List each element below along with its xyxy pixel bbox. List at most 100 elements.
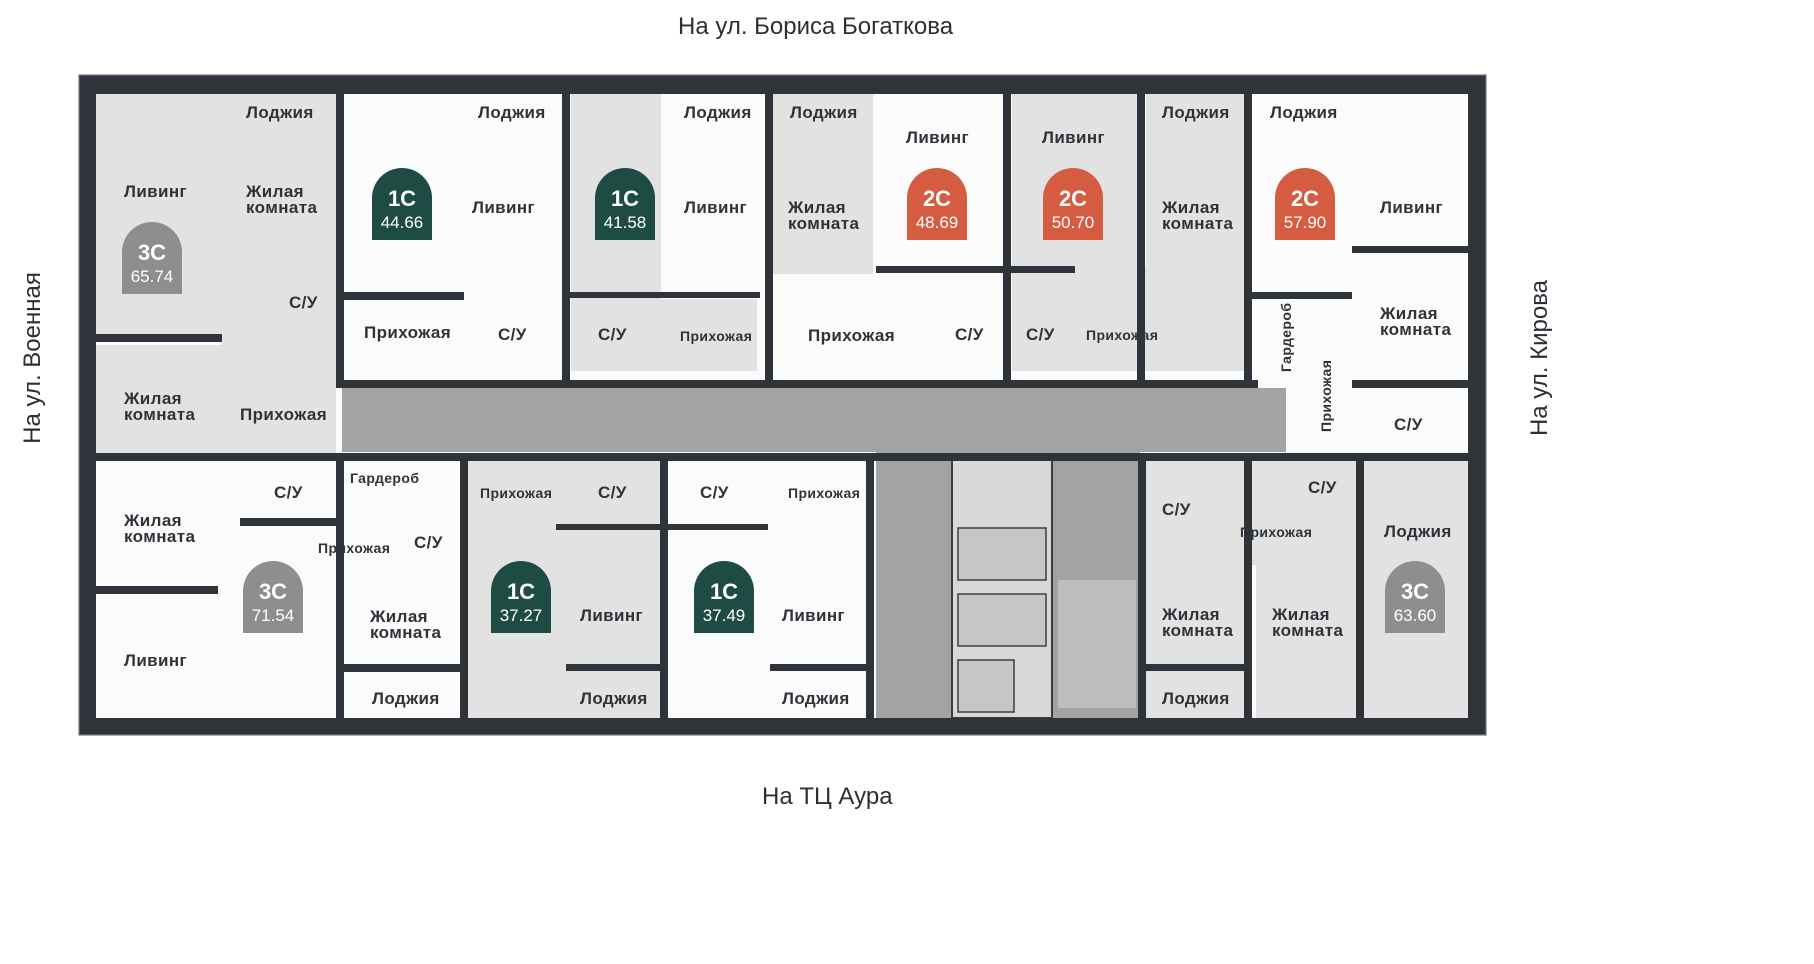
room-label: С/У [498, 325, 527, 344]
wall [556, 524, 660, 530]
elevator-shaft [957, 593, 1047, 647]
room-fill [222, 94, 336, 453]
room-label: Жилая [123, 389, 182, 408]
wall [1244, 453, 1252, 734]
room-label: Гардероб [350, 470, 419, 486]
apartment-badge[interactable]: 2С 57.90 [1275, 168, 1335, 240]
badge-shape [372, 168, 432, 240]
room-label: Лоджия [684, 103, 752, 122]
room-label: С/У [289, 293, 318, 312]
apartment-badge[interactable]: 2С 48.69 [907, 168, 967, 240]
apartment-area: 63.60 [1394, 606, 1437, 625]
wall [1003, 76, 1011, 388]
room-label: Прихожая [1086, 327, 1158, 343]
room-label: С/У [414, 533, 443, 552]
room-label: Лоджия [372, 689, 440, 708]
wall [1011, 266, 1075, 273]
room-label: Жилая [369, 607, 428, 626]
room-label: С/У [700, 483, 729, 502]
apartment-badge[interactable]: 1С 44.66 [372, 168, 432, 240]
room-fill [468, 460, 660, 524]
apartment-badge[interactable]: 2С 50.70 [1043, 168, 1103, 240]
wall [80, 76, 1485, 94]
room-label: Прихожая [788, 485, 860, 501]
street-label-bottom: На ТЦ Аура [762, 783, 893, 810]
wall [460, 453, 468, 734]
wall [336, 380, 1258, 388]
room-label: Лоджия [1384, 522, 1452, 541]
apartment-badge[interactable]: 3С 71.54 [243, 561, 303, 633]
room-label: Жилая [1271, 605, 1330, 624]
room-label: Лоджия [1270, 103, 1338, 122]
wall [80, 453, 1485, 461]
apartment-code: 1С [710, 579, 738, 604]
room-label: Ливинг [906, 128, 969, 147]
room-label: Жилая [1161, 198, 1220, 217]
apartment-badge[interactable]: 1С 41.58 [595, 168, 655, 240]
room-fill [1012, 266, 1244, 371]
room-label: Ливинг [580, 606, 643, 625]
room-label: комната [788, 214, 859, 233]
badge-shape [1043, 168, 1103, 240]
wall [770, 664, 866, 671]
room-label: Жилая [123, 511, 182, 530]
wall [96, 586, 218, 594]
badge-shape [243, 561, 303, 633]
room-label: комната [246, 198, 317, 217]
wall [668, 524, 768, 530]
wall [336, 453, 344, 734]
apartment-badge[interactable]: 1С 37.49 [694, 561, 754, 633]
wall [1252, 292, 1352, 299]
room-label: Прихожая [1240, 524, 1312, 540]
wall [1352, 246, 1468, 253]
room-label: С/У [1162, 500, 1191, 519]
room-label: Лоджия [790, 103, 858, 122]
badge-shape [491, 561, 551, 633]
apartment-code: 2С [923, 186, 951, 211]
wall [1146, 664, 1244, 671]
corridor [342, 388, 1286, 719]
apartment-area: 41.58 [604, 213, 647, 232]
wall [1138, 453, 1146, 734]
apartment-code: 3С [138, 240, 166, 265]
wall [876, 266, 1003, 273]
room-label: комната [1162, 214, 1233, 233]
wall [240, 518, 336, 526]
apartment-area: 37.27 [500, 606, 543, 625]
wall [765, 76, 773, 388]
room-label: Прихожая [480, 485, 552, 501]
apartment-area: 50.70 [1052, 213, 1095, 232]
room-label: комната [1162, 621, 1233, 640]
wall [660, 453, 668, 734]
street-label-top: На ул. Бориса Богаткова [678, 13, 954, 40]
room-label: Лоджия [478, 103, 546, 122]
room-label: Ливинг [1380, 198, 1443, 217]
room-label: Жилая [787, 198, 846, 217]
room-label: Прихожая [680, 328, 752, 344]
apartment-area: 71.54 [252, 606, 295, 625]
wall [336, 76, 344, 388]
apartment-badges[interactable]: 3С 65.74 1С 44.66 1С 41.58 2С 48.69 2С [122, 168, 1445, 633]
room-label: Ливинг [472, 198, 535, 217]
room-label: Лоджия [246, 103, 314, 122]
wall [344, 664, 460, 672]
apartment-code: 1С [507, 579, 535, 604]
room-label: Лоджия [1162, 103, 1230, 122]
room-label: С/У [1026, 325, 1055, 344]
wall [1244, 76, 1252, 388]
wall [96, 334, 222, 342]
wall [1356, 453, 1364, 734]
room-label: Лоджия [1162, 689, 1230, 708]
apartment-badge[interactable]: 1С 37.27 [491, 561, 551, 633]
wall [566, 664, 660, 671]
apartment-badge[interactable]: 3С 65.74 [122, 222, 182, 294]
room-label: комната [124, 405, 195, 424]
elevator-shaft [957, 659, 1015, 713]
badge-shape [1385, 561, 1445, 633]
apartment-badge[interactable]: 3С 63.60 [1385, 561, 1445, 633]
apartment-area: 65.74 [131, 267, 174, 286]
room-label: Прихожая [1318, 360, 1334, 432]
room-label: Гардероб [1278, 303, 1294, 372]
apartment-area: 37.49 [703, 606, 746, 625]
